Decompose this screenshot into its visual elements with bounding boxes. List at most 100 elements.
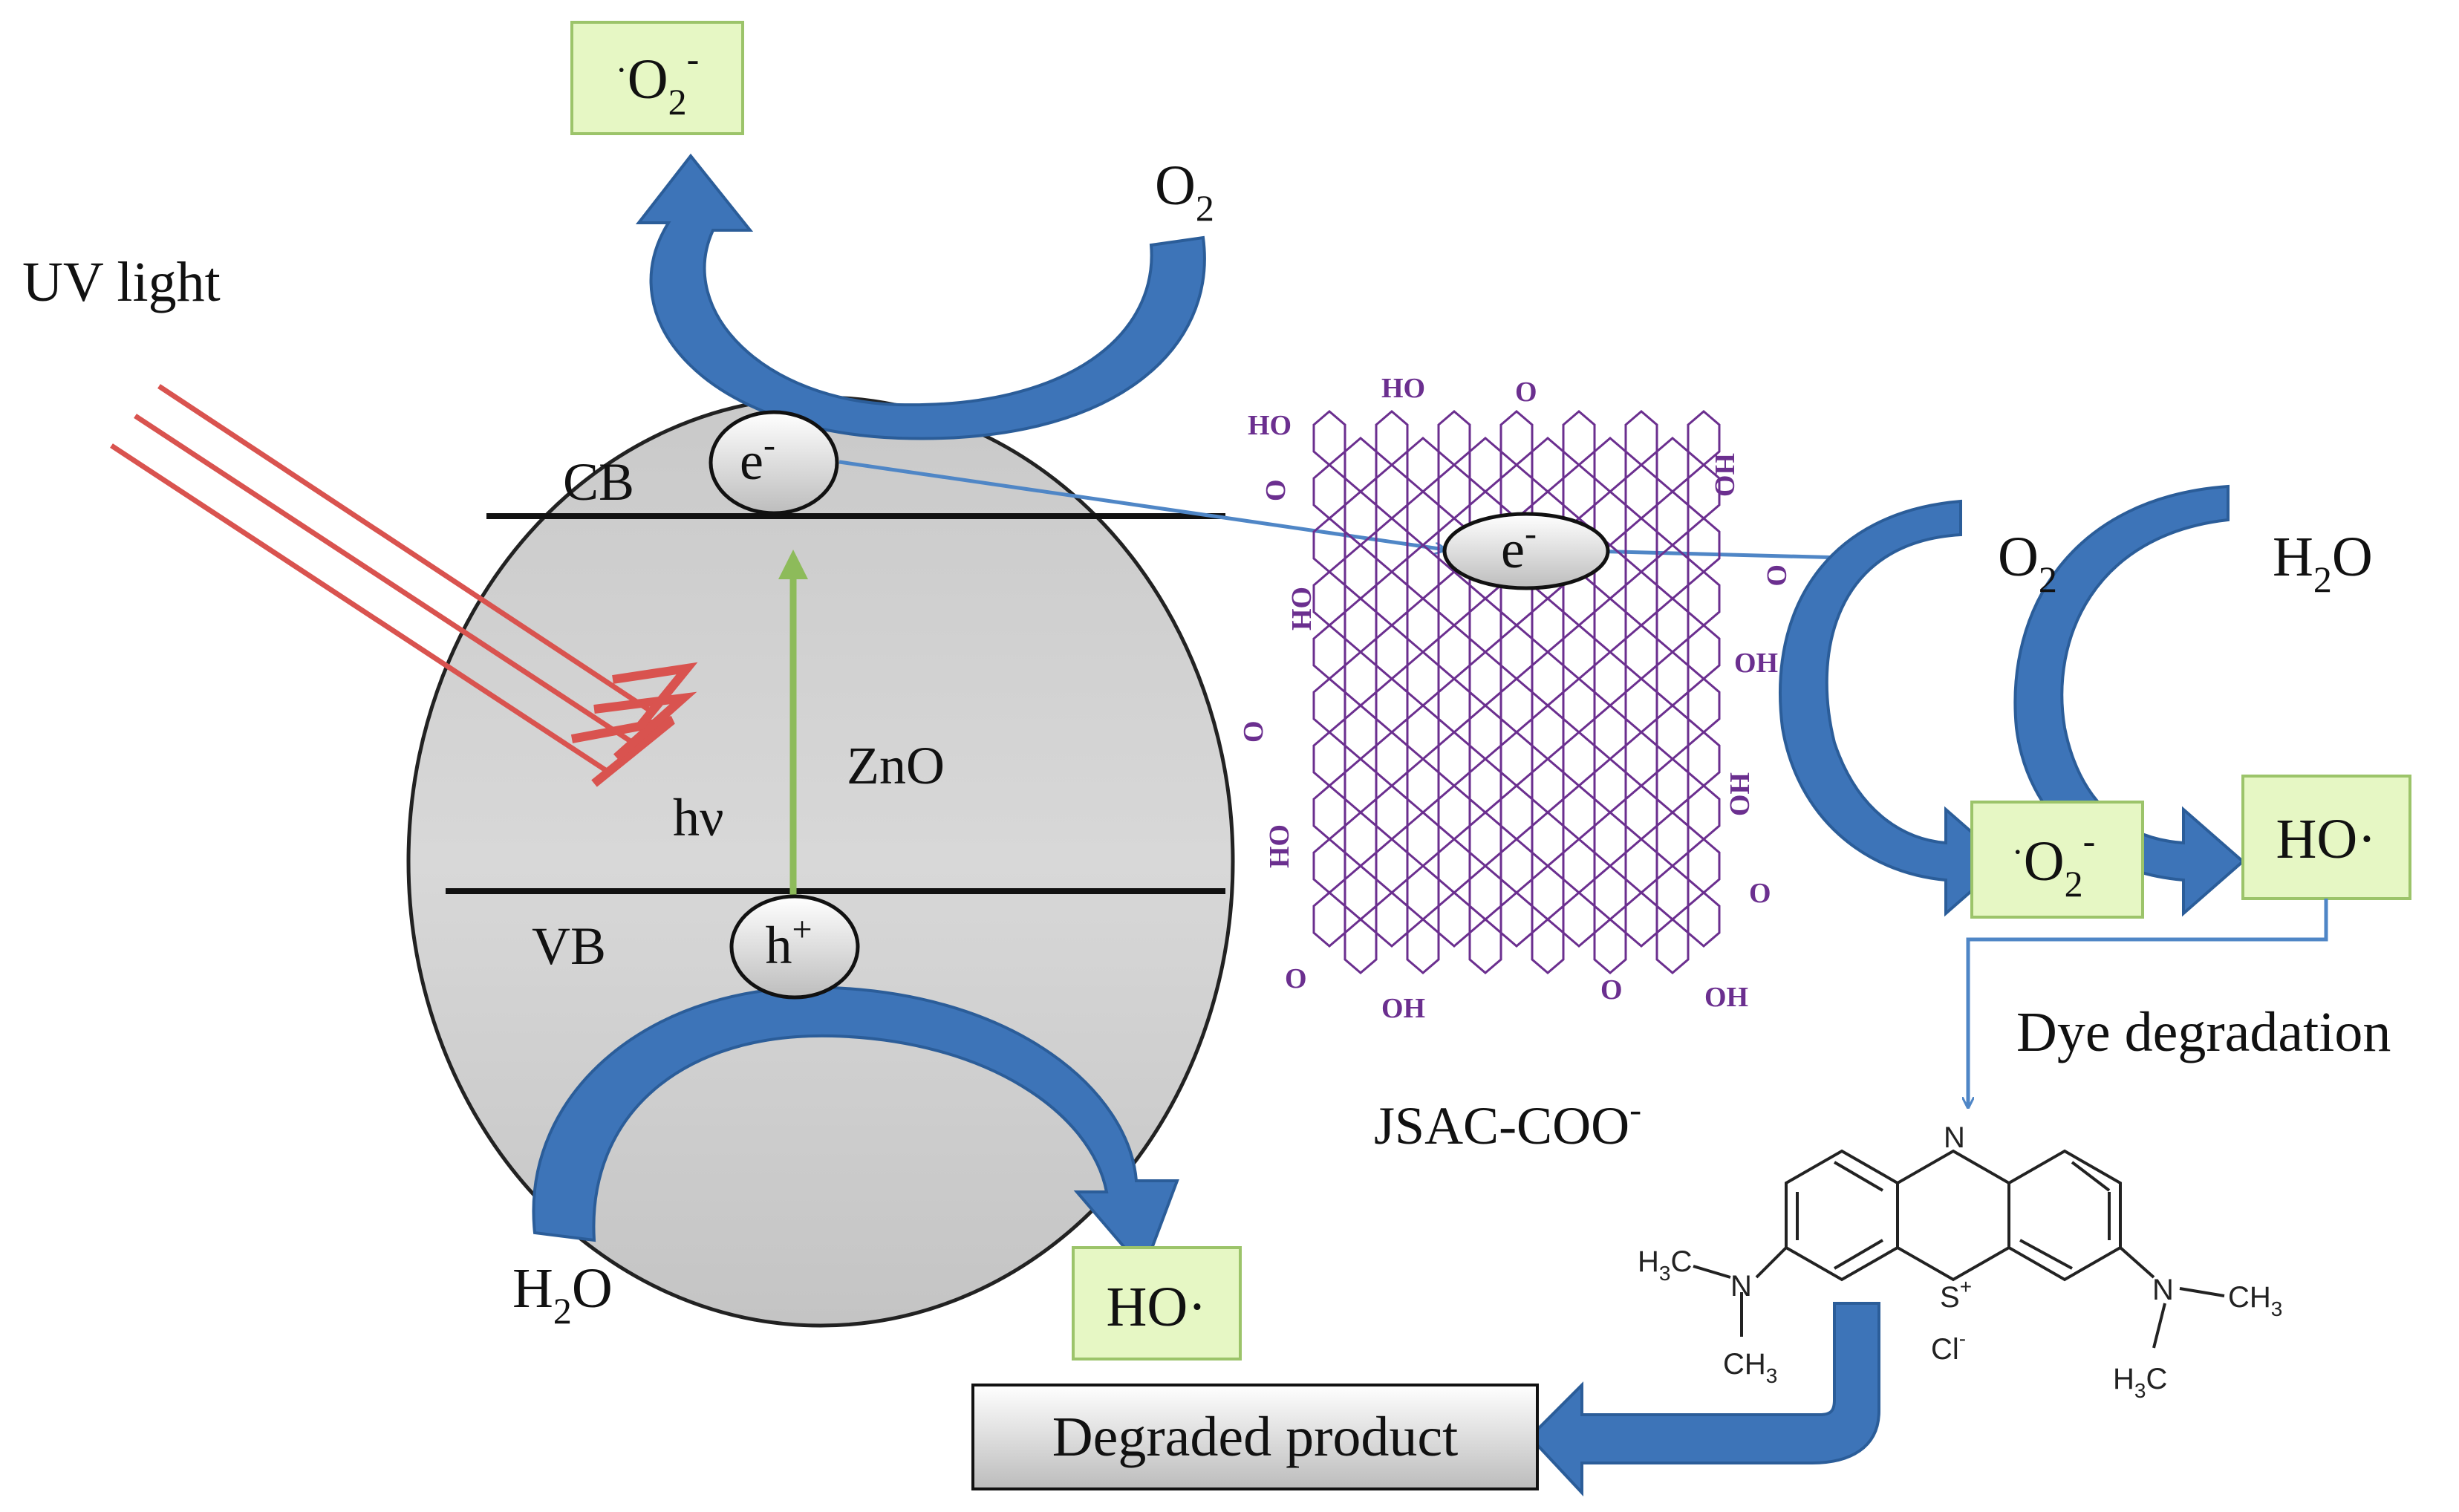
group-o-6: O [1285, 963, 1307, 994]
superoxide-right-dot: · [2012, 832, 2024, 872]
superoxide-top-sub: 2 [668, 81, 687, 123]
molecule-cl-sup: - [1959, 1327, 1966, 1350]
graphene-cell [1562, 677, 1596, 734]
graphene-cell [1531, 757, 1565, 814]
electron-transfer-line-2 [1589, 551, 1872, 558]
degraded-product-box: Degraded product [971, 1384, 1539, 1490]
graphene-cell [1406, 757, 1440, 814]
svg-text:O2: O2 [1998, 526, 2057, 600]
group-oh-5: OH [1704, 982, 1748, 1013]
svg-text:O2: O2 [1155, 154, 1214, 229]
uv-light-label: UV light [22, 251, 221, 313]
graphene-cell [1344, 597, 1378, 654]
molecule-cl: Cl [1931, 1333, 1959, 1366]
graphene-cell [1562, 838, 1596, 894]
graphene-cell [1593, 864, 1627, 921]
o2-right-o: O [1998, 526, 2039, 588]
ho-box-right-label: HO· [2276, 808, 2376, 870]
graphene-cell [1437, 624, 1471, 680]
graphene-cell [1437, 838, 1471, 894]
graphene-cell [1593, 651, 1627, 707]
graphene-cell [1624, 677, 1658, 734]
right-o2-arrow [1779, 499, 2008, 917]
superoxide-top-sup: - [687, 38, 700, 79]
o2-top-sub: 2 [1196, 187, 1214, 229]
graphene-cell [1531, 811, 1565, 867]
graphene-cell [1499, 624, 1534, 680]
graphene-cell [1437, 891, 1471, 948]
right-ring [2007, 1149, 2122, 1282]
group-ho-3: HO [1709, 453, 1740, 497]
graphene-cell [1687, 838, 1721, 894]
ch3-left-sub: 3 [1766, 1364, 1778, 1387]
graphene-cell [1531, 864, 1565, 921]
group-ho-1: HO [1248, 410, 1292, 441]
graphene-cell [1312, 784, 1346, 841]
ho-box-right: HO· [2241, 775, 2411, 900]
graphene-cell [1312, 838, 1346, 894]
graphene-cell [1375, 677, 1409, 734]
graphene-cell [1312, 463, 1346, 520]
graphene-cell [1593, 757, 1627, 814]
graphene-cell [1344, 651, 1378, 707]
h2o-right-sub: 2 [2313, 558, 2332, 600]
graphene-cell [1375, 624, 1409, 680]
cb-label: CB [563, 452, 634, 512]
degradation-arrow [1528, 1302, 1880, 1497]
graphene-cell [1406, 544, 1440, 600]
graphene-cell [1687, 570, 1721, 627]
h3c-right-c: C [2146, 1363, 2167, 1395]
group-o-7: O [1600, 974, 1623, 1006]
graphene-cell [1687, 784, 1721, 841]
degraded-product-label: Degraded product [1052, 1406, 1459, 1468]
ch3-right-sub: 3 [2271, 1297, 2283, 1320]
jsac-label: JSAC-COO [1374, 1096, 1629, 1156]
group-oh-4: OH [1381, 993, 1425, 1024]
group-oh-3: OH [1263, 824, 1294, 868]
graphene-cell [1406, 597, 1440, 654]
electron-label: e [740, 431, 763, 491]
graphene-cell [1437, 463, 1471, 520]
group-o-5: O [1749, 878, 1771, 909]
graphene-cell [1406, 437, 1440, 493]
hole-sup: + [792, 910, 812, 949]
electron-transfer-line-1 [838, 460, 1445, 550]
graphene-cell [1344, 918, 1378, 974]
left-ring [1785, 1149, 1899, 1282]
svg-text:H2O: H2O [2273, 526, 2373, 600]
molecule-s-sup: + [1960, 1275, 1972, 1298]
graphene-cell [1344, 544, 1378, 600]
graphene-cell [1312, 517, 1346, 573]
h3c-left-c: C [1670, 1245, 1692, 1278]
graphene-cell [1562, 891, 1596, 948]
graphene-cell [1468, 651, 1502, 707]
graphene-cell [1468, 811, 1502, 867]
graphene-cell [1312, 731, 1346, 787]
graphene-cell [1531, 651, 1565, 707]
graphene-cell [1312, 891, 1346, 948]
h3c-right-sub: 3 [2134, 1379, 2146, 1402]
graphene-cell [1562, 784, 1596, 841]
methylene-blue-molecule [1693, 1149, 2225, 1349]
graphene-cell [1562, 463, 1596, 520]
graphene-cell [1593, 597, 1627, 654]
svg-text:e-: e- [1501, 514, 1537, 579]
molecule-s: S [1940, 1281, 1960, 1314]
graphene-cell [1312, 570, 1346, 627]
electron-sup: - [763, 426, 775, 465]
svg-text:·O2-: ·O2- [2012, 820, 2096, 905]
svg-text:Cl-: Cl- [1931, 1327, 1966, 1366]
graphene-cell [1562, 624, 1596, 680]
superoxide-top-main: O [628, 48, 668, 111]
graphene-cell [1468, 757, 1502, 814]
graphene-cell [1375, 731, 1409, 787]
graphene-cell [1344, 864, 1378, 921]
svg-text:·O2-: ·O2- [616, 38, 700, 123]
group-ho-4: HO [1724, 772, 1755, 816]
graphene-cell [1312, 410, 1346, 466]
h3c-left-h: H [1638, 1245, 1659, 1278]
o2-top-label: O [1155, 154, 1196, 217]
svg-text:e-: e- [740, 426, 775, 491]
graphene-cell [1687, 517, 1721, 573]
graphene-cell [1499, 677, 1534, 734]
